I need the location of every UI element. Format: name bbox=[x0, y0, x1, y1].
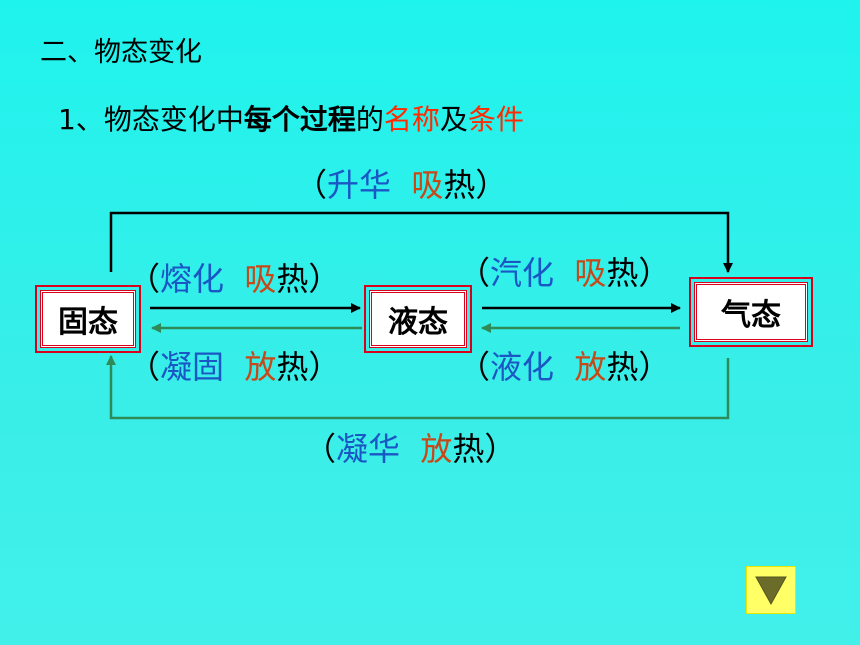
state-liquid: 液态 bbox=[364, 285, 472, 353]
subtitle-part-4: 名称 bbox=[383, 103, 440, 136]
subtitle-part-2: 每个过程 bbox=[243, 103, 356, 136]
label-vaporization: （汽化 吸热） bbox=[458, 254, 671, 292]
arrow-sublimation bbox=[109, 211, 733, 273]
arrow-deposition bbox=[106, 355, 730, 420]
subtitle-part-5: 及 bbox=[439, 103, 468, 136]
subtitle-part-1: 1、物态变化中 bbox=[58, 103, 244, 136]
label-sublimation: （升华 吸热） bbox=[295, 166, 508, 204]
label-melting: （熔化 吸热） bbox=[128, 260, 341, 298]
label-freezing: （凝固 放热） bbox=[128, 348, 341, 386]
subtitle-part-6: 条件 bbox=[467, 103, 524, 136]
subtitle-part-3: 的 bbox=[355, 103, 384, 136]
state-solid: 固态 bbox=[35, 285, 141, 353]
state-gas: 气态 bbox=[689, 277, 813, 347]
triangle-down-icon bbox=[755, 576, 787, 606]
page-title: 二、物态变化 bbox=[40, 37, 202, 68]
label-liquefaction: （液化 放热） bbox=[458, 348, 671, 386]
next-slide-button[interactable] bbox=[746, 566, 796, 614]
section-subtitle: 1、物态变化中每个过程的名称及条件 bbox=[58, 98, 524, 138]
label-deposition: （凝华 放热） bbox=[304, 430, 517, 468]
